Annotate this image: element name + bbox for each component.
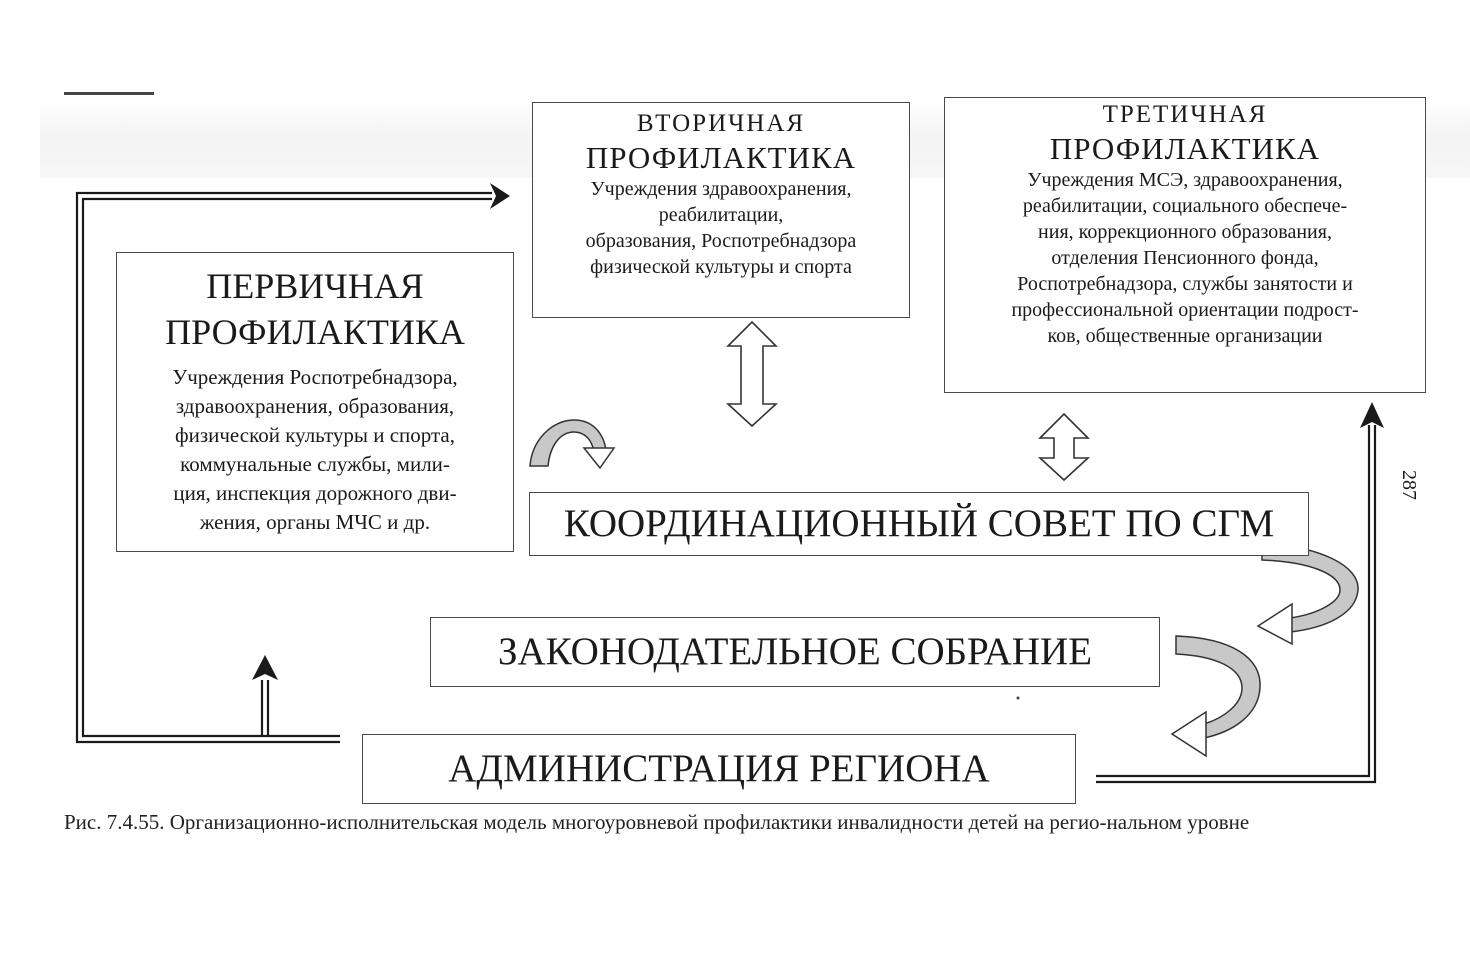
- page-number: 287: [1398, 470, 1420, 500]
- secondary-prevention-box: ВТОРИЧНАЯ ПРОФИЛАКТИКА Учреждения здраво…: [532, 102, 910, 318]
- curved-arrow-primary-council: [529, 419, 616, 470]
- tertiary-heading-1: ТРЕТИЧНАЯ: [1102, 101, 1268, 128]
- tertiary-heading-2: ПРОФИЛАКТИКА: [1049, 131, 1321, 166]
- curved-arrow-legislature-administration: [1170, 635, 1261, 758]
- legislative-assembly-box: ЗАКОНОДАТЕЛЬНОЕ СОБРАНИЕ: [430, 617, 1160, 687]
- primary-heading-1: ПЕРВИЧНАЯ: [206, 266, 424, 306]
- tertiary-prevention-box: ТРЕТИЧНАЯ ПРОФИЛАКТИКА Учреждения МСЭ, з…: [944, 97, 1426, 393]
- primary-prevention-box: ПЕРВИЧНАЯ ПРОФИЛАКТИКА Учреждения Роспот…: [116, 252, 514, 552]
- secondary-heading-1: ВТОРИЧНАЯ: [636, 110, 806, 137]
- arrow-up-tertiary: [1360, 402, 1384, 428]
- arrow-to-secondary: [490, 183, 510, 209]
- arrow-up-primary: [252, 655, 278, 680]
- up-double-line-to-primary: [260, 680, 270, 735]
- scan-speck: [1016, 696, 1020, 700]
- right-double-line: [1096, 425, 1377, 784]
- primary-heading-2: ПРОФИЛАКТИКА: [165, 312, 465, 352]
- figure-caption: Рис. 7.4.55. Организационно-исполнительс…: [64, 810, 1250, 834]
- secondary-heading-2: ПРОФИЛАКТИКА: [585, 140, 857, 175]
- tertiary-body: Учреждения МСЭ, здравоохранения, реабили…: [1011, 169, 1359, 348]
- coordination-council-box: КООРДИНАЦИОННЫЙ СОВЕТ ПО СГМ: [529, 492, 1309, 556]
- double-arrow-tertiary-council: [1037, 412, 1091, 482]
- regional-administration-box: АДМИНИСТРАЦИЯ РЕГИОНА: [362, 734, 1076, 804]
- header-rule: [64, 92, 154, 95]
- curved-arrow-council-legislature: [1256, 543, 1359, 646]
- secondary-body: Учреждения здравоохранения, реабилитации…: [585, 178, 857, 279]
- left-double-line: [75, 191, 492, 744]
- double-arrow-secondary-council: [725, 320, 779, 428]
- primary-body: Учреждения Роспотребнадзора, здравоохран…: [172, 365, 458, 534]
